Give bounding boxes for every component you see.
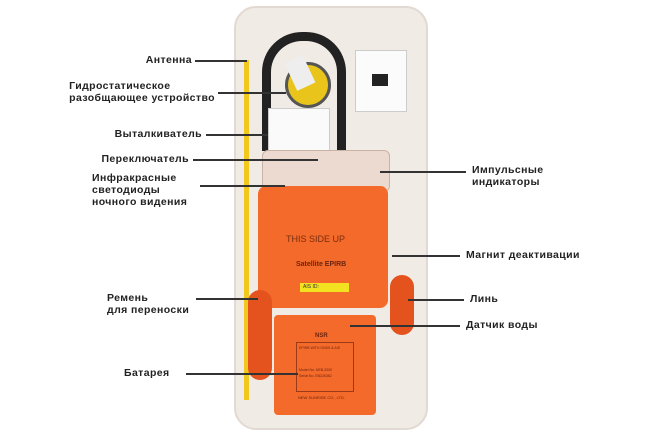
label-hydrostatic-release: Гидростатическое разобщающее устройство [69, 80, 215, 104]
brand-logo: NSR [315, 333, 328, 339]
label-pulse-line1: Импульсные [472, 164, 544, 176]
label-strap-line2: для переноски [107, 304, 190, 316]
label-hydro-line1: Гидростатическое [69, 80, 171, 92]
leader-ejector [206, 134, 268, 136]
label-deactivation-magnet: Магнит деактивации [466, 249, 580, 261]
label-hydro-line2: разобщающее устройство [69, 92, 215, 104]
label-ir-line2: светодиоды [92, 184, 161, 196]
label-pulse-line2: индикаторы [472, 176, 540, 188]
leader-pulse [380, 171, 466, 173]
ejector-card [268, 108, 330, 158]
label-ir-line3: ночного видения [92, 196, 188, 208]
label-ir-line1: Инфракрасные [92, 172, 177, 184]
leader-ir-leds [200, 185, 285, 187]
lower-body [274, 315, 376, 415]
antenna [262, 32, 346, 151]
label-switch: Переключатель [101, 153, 189, 165]
plate-title: EPIRB WITH GNSS & AIS [299, 346, 341, 350]
ais-id-label: AIS ID: [300, 283, 349, 292]
leader-hydrostatic [218, 92, 286, 94]
label-battery: Батарея [124, 367, 170, 379]
leader-water [350, 325, 460, 327]
leader-battery [186, 373, 298, 375]
this-side-up-text: THIS SIDE UP [286, 234, 346, 244]
label-carry-strap: Ремень для переноски [107, 292, 189, 316]
leader-lanyard [408, 299, 464, 301]
leader-switch [193, 159, 318, 161]
strap-left [248, 290, 272, 380]
info-plate: EPIRB WITH GNSS & AIS Model No. NEB-2000… [296, 342, 354, 392]
yellow-rod [244, 60, 249, 400]
leader-magnet [392, 255, 460, 257]
label-strap-line1: Ремень [107, 292, 149, 304]
label-water-sensor: Датчик воды [466, 319, 538, 331]
leader-antenna [195, 60, 247, 62]
label-pulse-indicators: Импульсные индикаторы [472, 164, 543, 188]
maker-text: NEW SUNRISE CO., LTD. [298, 395, 346, 400]
label-antenna: Антенна [145, 54, 192, 66]
mount-socket [372, 74, 388, 86]
plate-serial: Serial No. EB226382 [299, 374, 332, 378]
plate-model: Model No. NEB-2000 [299, 368, 333, 372]
model-text: Satellite EPIRB [296, 261, 347, 268]
label-ejector: Выталкиватель [114, 128, 202, 140]
label-ir-leds: Инфракрасные светодиоды ночного видения [92, 172, 187, 208]
leader-strap [196, 298, 258, 300]
label-lanyard: Линь [470, 293, 499, 305]
